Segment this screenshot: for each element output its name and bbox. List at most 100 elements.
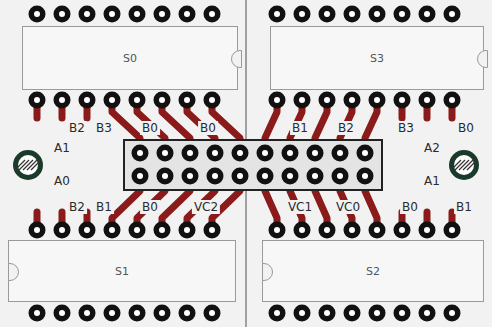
ic-label: S1 [115, 265, 129, 278]
signal-name: B1 [454, 200, 474, 214]
solder-pad-hole [84, 227, 90, 233]
solder-pad-hole [184, 11, 190, 17]
ic-outline: S2 [262, 240, 484, 302]
signal-name: A1 [422, 174, 442, 188]
header-pad [332, 168, 349, 185]
solder-pad [29, 222, 46, 239]
header-pad-hole [162, 150, 168, 156]
signal-name: VC2 [192, 200, 220, 214]
solder-pad [54, 92, 71, 109]
header-pad-hole [337, 150, 343, 156]
solder-pad-hole [184, 227, 190, 233]
solder-pad-hole [109, 97, 115, 103]
solder-pad-hole [109, 11, 115, 17]
solder-pad [104, 92, 121, 109]
signal-name: B2 [67, 200, 87, 214]
header-pad-hole [237, 173, 243, 179]
mounting-hole [13, 150, 43, 180]
solder-pad [344, 6, 361, 23]
solder-pad [154, 305, 171, 322]
solder-pad-hole [449, 11, 455, 17]
solder-pad [154, 92, 171, 109]
solder-pad-hole [59, 11, 65, 17]
solder-pad [369, 305, 386, 322]
header-pad-hole [312, 150, 318, 156]
solder-pad-hole [34, 310, 40, 316]
signal-name: B0 [456, 121, 476, 135]
header-pad [207, 145, 224, 162]
solder-pad-hole [209, 97, 215, 103]
solder-pad [179, 305, 196, 322]
solder-pad-hole [399, 97, 405, 103]
solder-pad-hole [299, 11, 305, 17]
solder-pad [444, 305, 461, 322]
solder-pad [79, 305, 96, 322]
solder-pad-hole [209, 11, 215, 17]
header-pad [157, 145, 174, 162]
signal-name: B0 [140, 200, 160, 214]
solder-pad [444, 222, 461, 239]
signal-name: B1 [94, 200, 114, 214]
solder-pad [319, 6, 336, 23]
signal-name: B3 [396, 121, 416, 135]
header-pad-hole [312, 173, 318, 179]
solder-pad-hole [324, 97, 330, 103]
solder-pad-hole [34, 97, 40, 103]
solder-pad [154, 222, 171, 239]
solder-pad-hole [399, 310, 405, 316]
signal-name: B0 [198, 121, 218, 135]
signal-name: A0 [52, 174, 72, 188]
header-pad [357, 168, 374, 185]
solder-pad [444, 6, 461, 23]
header-pad-hole [162, 173, 168, 179]
solder-pad [369, 6, 386, 23]
header-pad-hole [287, 173, 293, 179]
solder-pad-hole [424, 97, 430, 103]
solder-pad [179, 6, 196, 23]
solder-pad-hole [424, 310, 430, 316]
solder-pad [129, 92, 146, 109]
header-pad-hole [237, 150, 243, 156]
signal-name: B3 [94, 121, 114, 135]
solder-pad [104, 305, 121, 322]
solder-pad [79, 6, 96, 23]
solder-pad-hole [299, 97, 305, 103]
header-pad-hole [212, 150, 218, 156]
solder-pad-hole [159, 227, 165, 233]
header-pad [307, 168, 324, 185]
solder-pad [129, 6, 146, 23]
solder-pad-hole [84, 11, 90, 17]
ic-label: S0 [123, 52, 137, 65]
solder-pad [129, 305, 146, 322]
solder-pad [369, 222, 386, 239]
header-pad-hole [137, 150, 143, 156]
solder-pad [319, 305, 336, 322]
solder-pad [29, 305, 46, 322]
solder-pad-hole [134, 310, 140, 316]
solder-pad [344, 222, 361, 239]
ic-label: S2 [366, 265, 380, 278]
solder-pad [344, 92, 361, 109]
solder-pad [394, 92, 411, 109]
header-pad-hole [187, 150, 193, 156]
solder-pad [54, 222, 71, 239]
solder-pad-hole [134, 11, 140, 17]
solder-pad-hole [209, 227, 215, 233]
header-pad [232, 145, 249, 162]
solder-pad-hole [184, 97, 190, 103]
ic-outline: S3 [270, 26, 484, 90]
solder-pad [344, 305, 361, 322]
header-pad [257, 168, 274, 185]
solder-pad-hole [274, 11, 280, 17]
header-pad [257, 145, 274, 162]
header-pad [332, 145, 349, 162]
solder-pad-hole [349, 310, 355, 316]
solder-pad-hole [324, 310, 330, 316]
ic-notch [8, 263, 19, 281]
solder-pad [204, 305, 221, 322]
solder-pad-hole [59, 97, 65, 103]
solder-pad [269, 6, 286, 23]
mounting-hole [449, 150, 479, 180]
solder-pad-hole [159, 310, 165, 316]
